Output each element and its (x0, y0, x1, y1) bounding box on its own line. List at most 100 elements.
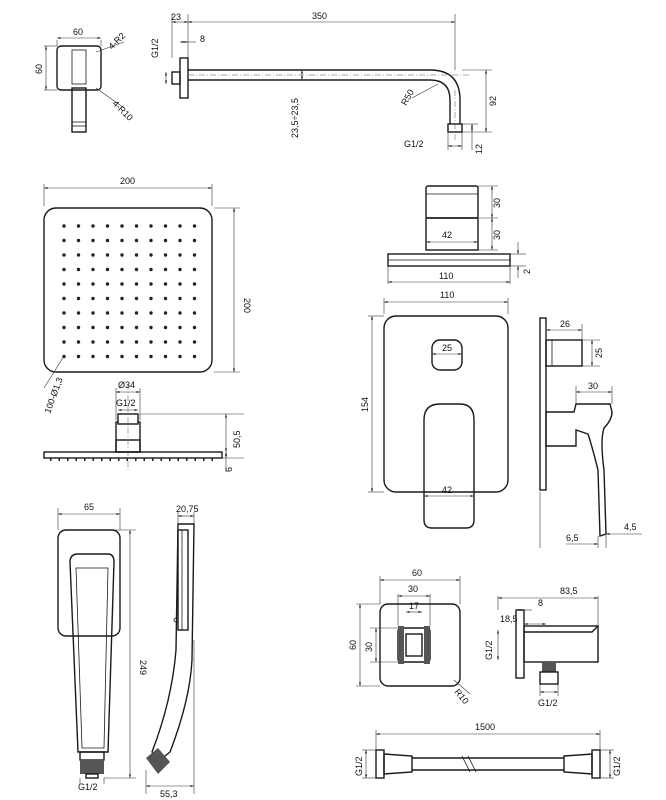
nozzle-dot (149, 282, 153, 286)
nozzle-dot (62, 253, 66, 257)
side-nozzle (84, 458, 86, 461)
nozzle-dot (62, 296, 66, 301)
nozzle-dot (134, 340, 139, 344)
nozzle-dot (62, 325, 66, 330)
side-nozzle (160, 458, 162, 461)
nozzle-dot (120, 253, 124, 257)
nozzle-dot (192, 253, 197, 257)
arm-height-60: 60 (34, 64, 44, 74)
nozzle-dot (120, 238, 124, 243)
side-nozzle (58, 458, 60, 461)
hand-dim-55-3: 55,3 (160, 789, 178, 799)
nozzle-dot (120, 282, 124, 286)
nozzle-dot (163, 340, 168, 344)
nozzle-dot (163, 354, 168, 359)
nozzle-dot (192, 354, 197, 359)
nozzle-dot (149, 311, 153, 315)
head-holes-label: 100-Ø1,3 (42, 376, 64, 415)
shower-head-drawing: 200 200 100-Ø1,3 Ø34 G1/2 50,5 6 (42, 176, 252, 472)
nozzle-dot (105, 354, 110, 359)
hose-line (412, 757, 564, 771)
nozzle-dot (62, 311, 66, 315)
arm-dim-350: 350 (312, 11, 327, 21)
mixer-dim-25-button: 25 (442, 343, 452, 353)
outlet-dim-30-width: 30 (408, 584, 418, 594)
nozzle-dot (192, 238, 197, 243)
nozzle-dot (192, 311, 197, 315)
nozzle-dot (120, 311, 124, 315)
nozzle-dot (120, 267, 124, 272)
hand-dim-20-75: 20,75 (176, 504, 199, 514)
side-nozzle (211, 458, 213, 461)
arm-dim-12: 12 (474, 144, 484, 154)
mixer-cover-plate (383, 315, 509, 493)
side-nozzle (109, 458, 111, 461)
nozzle-dot (192, 340, 197, 344)
outlet-dim-60-width: 60 (412, 568, 422, 578)
nozzle-dot (91, 311, 95, 315)
outlet-dim-8: 8 (538, 598, 543, 608)
nozzle-dot (91, 325, 95, 330)
nozzle-dot (76, 340, 81, 344)
mixer-dim-4-5: 4,5 (624, 522, 637, 532)
nozzle-dot (178, 325, 182, 330)
arm-dim-23: 23 (171, 12, 181, 22)
nozzle-dot (76, 325, 81, 330)
nozzle-dot (178, 311, 182, 315)
outlet-g12-inlet: G1/2 (484, 640, 494, 660)
nozzle-dot (76, 354, 81, 359)
nozzle-dot (134, 354, 139, 359)
head-dim-6: 6 (224, 467, 234, 472)
mixer-dim-110-top: 110 (439, 271, 453, 281)
nozzle-dot (120, 296, 124, 301)
hand-g12: G1/2 (78, 782, 98, 792)
nozzle-dot (134, 267, 139, 272)
nozzle-dot (192, 267, 197, 272)
nozzle-dot (120, 224, 124, 228)
nozzle-dot (91, 224, 95, 228)
nozzle-dot (149, 296, 153, 301)
head-side-nozzles (50, 458, 213, 461)
nozzle-dot (105, 296, 110, 301)
mixer-dim-42-lever: 42 (442, 485, 452, 495)
nozzle-dot (62, 267, 66, 272)
outlet-dim-30-height: 30 (364, 642, 374, 652)
hand-shower-drawing: 65 249 G1/2 20,75 55,3 (57, 502, 199, 799)
nozzle-dot (163, 253, 168, 257)
arm-radius-r10: 4-R10 (111, 98, 135, 122)
nozzle-dot (105, 224, 110, 228)
nozzle-dot (76, 267, 81, 272)
side-nozzle (152, 458, 154, 461)
nozzle-dot (149, 340, 153, 344)
hose-g12-right: G1/2 (612, 756, 622, 776)
nozzle-dot (105, 340, 110, 344)
mixer-dim-30-top: 30 (492, 198, 502, 208)
outlet-g12-outlet: G1/2 (538, 698, 558, 708)
head-dim-34: Ø34 (118, 380, 135, 390)
outlet-dim-18-5: 18,5 (500, 614, 518, 624)
nozzle-dot (91, 267, 95, 272)
nozzle-dot (76, 224, 81, 228)
nozzle-dot (163, 282, 168, 286)
nozzle-dot (163, 238, 168, 243)
side-nozzle (186, 458, 188, 461)
nozzle-dot (178, 224, 182, 228)
nozzle-dot (192, 282, 197, 286)
nozzle-dot (149, 354, 153, 359)
side-nozzle (118, 458, 120, 461)
hose-dim-1500: 1500 (475, 722, 495, 732)
nozzle-dot (163, 311, 168, 315)
arm-dim-23-5: 23,5÷23,5 (290, 98, 300, 138)
hand-shower-body (69, 553, 115, 753)
nozzle-dot (178, 282, 182, 286)
nozzle-dot (134, 311, 139, 315)
nozzle-dot (163, 325, 168, 330)
side-nozzle (75, 458, 77, 461)
side-nozzle (169, 458, 171, 461)
nozzle-dot (105, 282, 110, 286)
nozzle-dot (62, 238, 66, 243)
side-nozzle (126, 458, 128, 461)
nozzle-dot (178, 238, 182, 243)
mixer-drawing: 30 30 42 2 110 110 154 25 42 (360, 185, 642, 548)
